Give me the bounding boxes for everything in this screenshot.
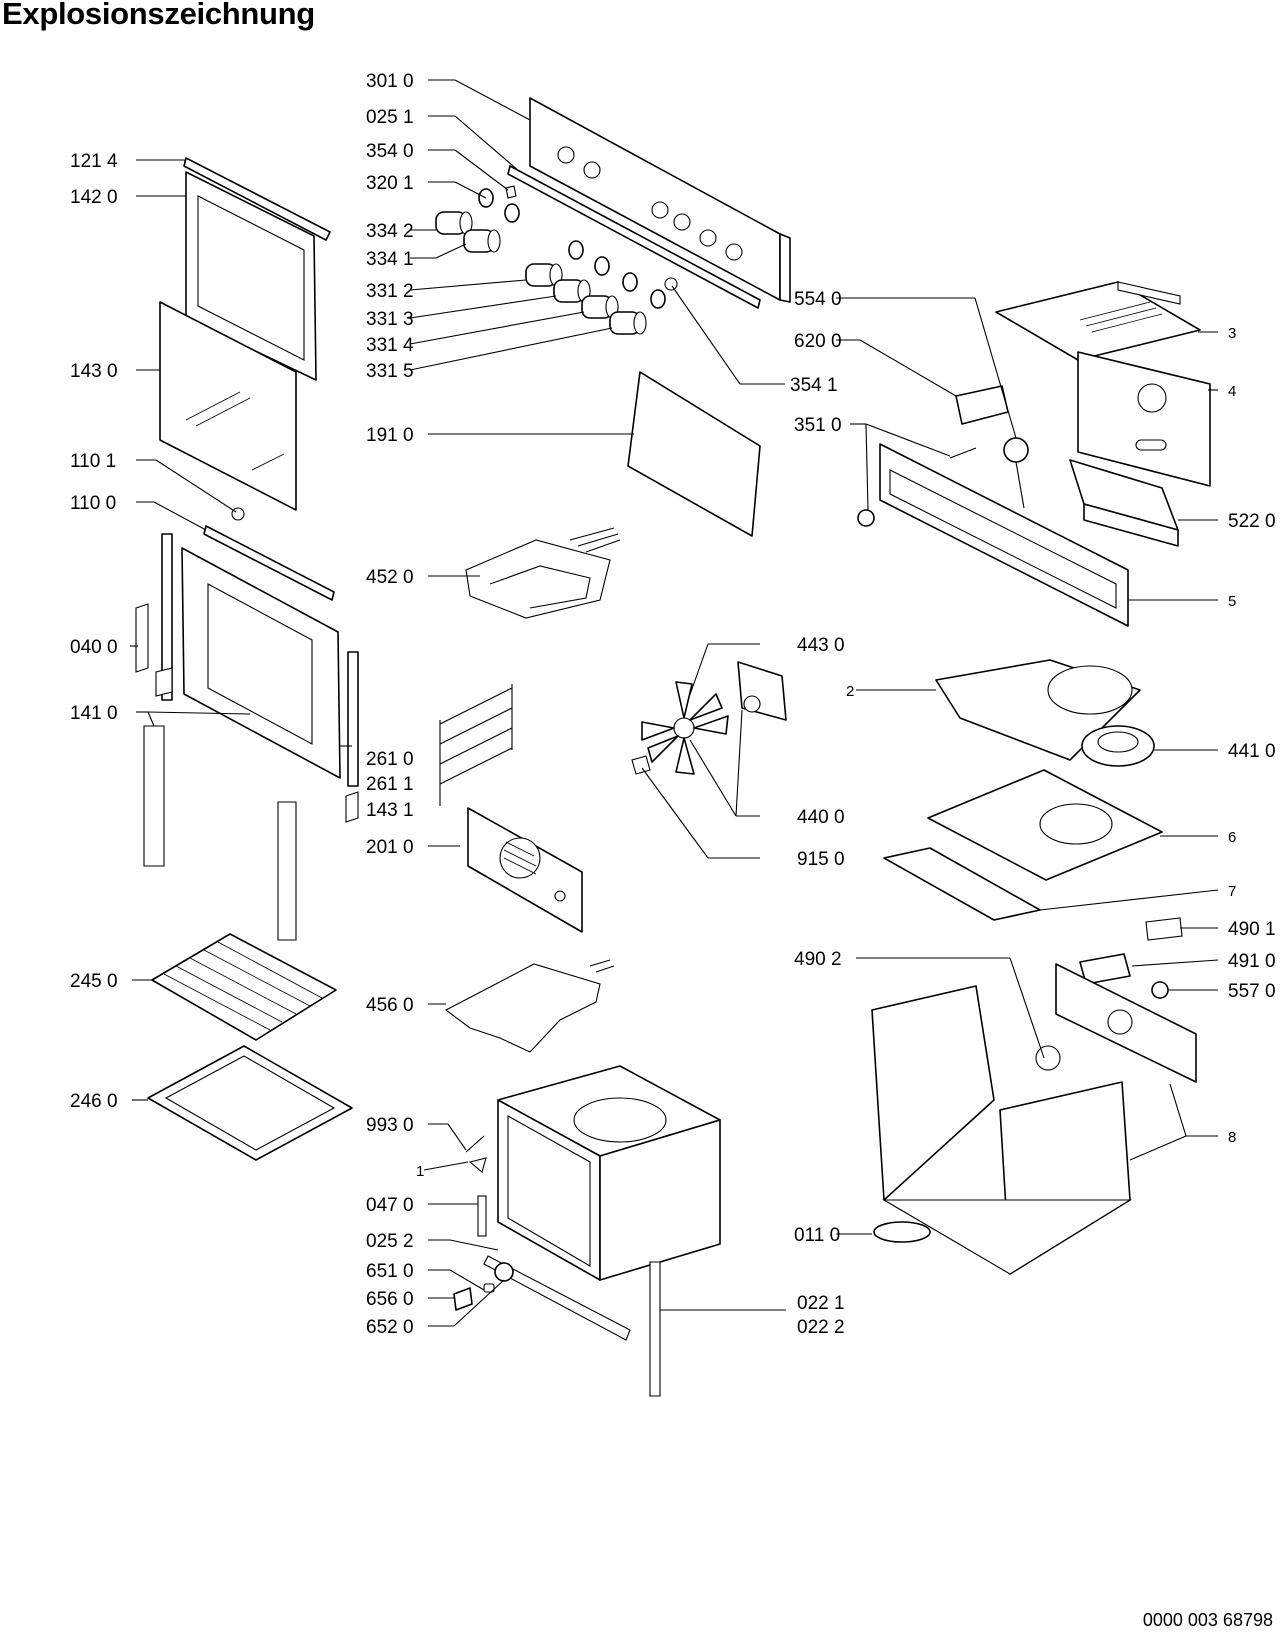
label-620-0: 620 0 [794,331,842,352]
label-5: 5 [1228,593,1236,610]
control-panel-part [529,97,791,303]
label-047-0: 047 0 [366,1195,414,1216]
door-glass-part [159,301,297,511]
label-320-1: 320 1 [366,173,414,194]
label-011-0: 011 0 [794,1225,840,1246]
page-title: Explosionszeichnung [2,0,315,31]
label-6: 6 [1228,829,1236,846]
control-housing-part [857,443,1129,627]
baking-tray-part [147,1045,353,1161]
label-440-0: 440 0 [797,807,845,828]
panel-trim-strip-part [507,165,761,309]
rear-panel-part [1077,351,1211,487]
back-plate-part [1055,963,1197,1083]
label-025-2: 025 2 [366,1231,414,1252]
cooling-fan-part [1081,725,1155,767]
label-201-0: 201 0 [366,837,414,858]
label-261-0: 261 0 [366,749,414,770]
label-354-1: 354 1 [790,375,838,396]
label-7: 7 [1228,883,1236,900]
fan-motor-part [737,661,787,721]
label-261-1: 261 1 [366,774,414,795]
label-331-4: 331 4 [366,335,414,356]
outer-housing-part [871,985,1132,1275]
label-331-3: 331 3 [366,309,414,330]
label-022-1: 022 1 [797,1293,845,1314]
wire-rack-part [151,933,337,1041]
label-993-0: 993 0 [366,1115,414,1136]
label-651-0: 651 0 [366,1261,414,1282]
label-143-1: 143 1 [366,800,414,821]
label-121-4: 121 4 [70,151,118,172]
label-557-0: 557 0 [1228,981,1276,1002]
label-246-0: 246 0 [70,1091,118,1112]
document-number: 0000 003 68798 [1142,1610,1273,1630]
label-334-2: 334 2 [366,221,414,242]
label-331-2: 331 2 [366,281,414,302]
label-522-0: 522 0 [1228,511,1276,532]
small-fastener-parts [453,1135,661,1397]
label-245-0: 245 0 [70,971,118,992]
label-142-0: 142 0 [70,187,118,208]
label-2: 2 [846,683,854,700]
door-frame-part [183,157,331,381]
label-554-0: 554 0 [794,289,842,310]
oven-cavity-part [483,1065,721,1341]
label-443-0: 443 0 [797,635,845,656]
knob-parts [435,185,678,335]
label-354-0: 354 0 [366,141,414,162]
terminal-block-part [1079,917,1183,999]
label-452-0: 452 0 [366,567,414,588]
label-652-0: 652 0 [366,1317,414,1338]
label-656-0: 656 0 [366,1289,414,1310]
label-490-1: 490 1 [1228,919,1276,940]
label-301-0: 301 0 [366,71,414,92]
label-110-1: 110 1 [70,451,116,472]
top-cover-part [995,281,1201,361]
label-334-1: 334 1 [366,249,414,270]
label-351-0: 351 0 [794,415,842,436]
label-110-0: 110 0 [70,493,116,514]
door-seal-part [627,371,761,537]
leader-lines [130,79,1219,1327]
label-8: 8 [1228,1129,1236,1146]
label-025-1: 025 1 [366,107,414,128]
label-915-0: 915 0 [797,849,845,870]
label-1: 1 [416,1163,424,1180]
label-456-0: 456 0 [366,995,414,1016]
lamp-socket-part [873,1221,931,1243]
label-331-5: 331 5 [366,361,414,382]
label-022-2: 022 2 [797,1317,845,1338]
label-491-0: 491 0 [1228,951,1276,972]
door-hinge-parts [135,533,359,941]
label-143-0: 143 0 [70,361,118,382]
label-441-0: 441 0 [1228,741,1276,762]
bottom-heating-element-part [444,959,615,1053]
selector-switch-part [955,385,1009,425]
label-490-2: 490 2 [794,949,842,970]
label-191-0: 191 0 [366,425,414,446]
label-3: 3 [1228,325,1236,342]
label-141-0: 141 0 [70,703,118,724]
electronics-module-part [1069,459,1179,547]
label-040-0: 040 0 [70,637,118,658]
part-number-labels: 301 0 025 1 354 0 320 1 334 2 334 1 331 … [70,71,1276,1338]
shelf-support-part [439,684,513,806]
rear-fan-cover-part [467,807,583,933]
top-heating-element-part [465,527,621,619]
thermostat-part [1003,437,1029,509]
fan-blade-part [631,681,729,775]
label-4: 4 [1228,383,1236,400]
door-inner-part [181,507,341,779]
insulation-plate-part [927,769,1163,881]
